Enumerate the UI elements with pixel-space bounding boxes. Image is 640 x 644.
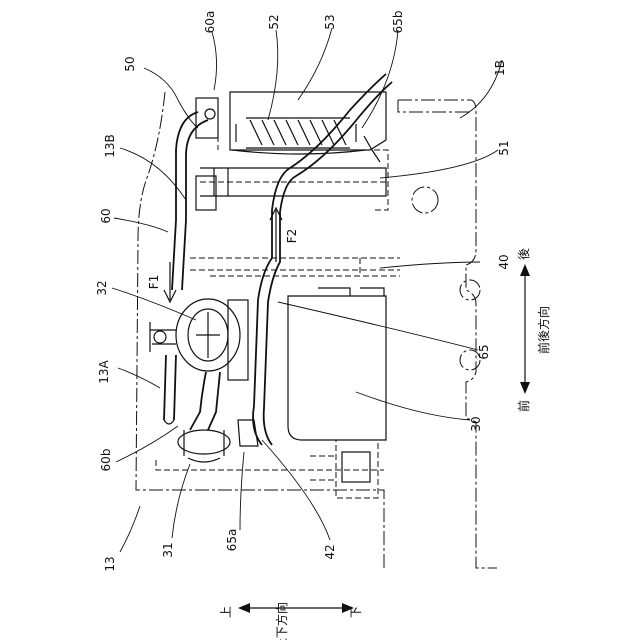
up-down-indicator: 上 上下方向 下 [219,602,363,640]
label-F1: F1 [147,275,161,290]
label-1B: 1B [493,60,507,76]
label-65: 65 [477,344,491,359]
label-40: 40 [497,254,511,269]
label-65b: 65b [391,11,405,34]
label-51: 51 [497,140,511,155]
label-60b: 60b [99,449,113,472]
front-label: 前 [516,400,531,412]
up-label: 上 [219,606,233,618]
arrow-head-up [238,603,250,613]
label-60: 60 [99,208,113,223]
connector-box [310,440,378,498]
hose-60 [164,112,208,424]
label-50: 50 [123,56,137,71]
arrow-head-front [520,382,530,394]
label-31: 31 [161,542,175,557]
arrow-head-rear [520,264,530,276]
frame-hole-lower [460,280,480,300]
fan-52 [236,118,356,148]
motor-51 [196,136,388,210]
label-65a: 65a [225,529,239,552]
reference-labels: 50 60a 52 53 65b 1B 13B 51 60 F2 40 32 F… [95,11,511,572]
frame-hole-upper [412,187,438,213]
label-32: 32 [95,280,109,295]
rear-label: 後 [517,248,531,260]
label-F2: F2 [285,229,299,244]
hose-65 [253,74,392,445]
partition-40 [190,258,400,276]
duct-53 [218,92,386,154]
label-52: 52 [267,14,281,29]
flow-arrow-F1 [164,262,176,302]
pump-32 [150,299,248,380]
front-rear-indicator: 後 前後方向 前 [516,248,551,412]
label-42: 42 [323,544,337,559]
label-13: 13 [103,556,117,571]
pipe-31 [178,372,230,462]
label-13A: 13A [97,359,111,383]
up-down-title: 上下方向 [274,602,289,640]
label-53: 53 [323,14,337,29]
label-30: 30 [469,416,483,431]
tank-30 [288,288,386,440]
front-rear-title: 前後方向 [536,306,551,354]
hose-bracket-60a [196,98,218,138]
down-label: 下 [349,606,363,618]
label-60a: 60a [203,11,217,34]
label-13B: 13B [103,134,117,158]
